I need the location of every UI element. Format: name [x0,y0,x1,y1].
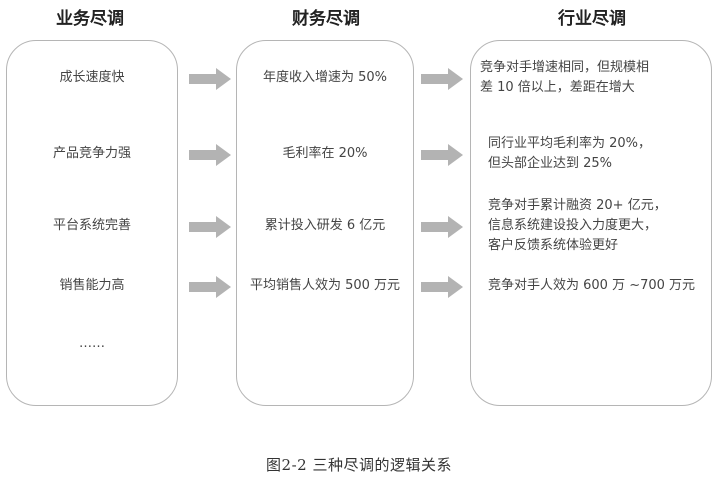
right-arrow-icon [421,68,463,90]
right-arrow-icon [189,144,231,166]
column-title-financial: 财务尽调 [292,9,360,29]
financial-item: 平均销售人效为 500 万元 [249,278,401,293]
business-item: 销售能力高 [59,278,125,293]
financial-item: 累计投入研发 6 亿元 [264,218,386,233]
right-arrow-icon [189,68,231,90]
panel-business [6,40,178,406]
industry-item: 竞争对手累计融资 20+ 亿元， 信息系统建设投入力度更大， 客户反馈系统体验更… [488,198,667,253]
business-item-ellipsis: …… [79,336,105,351]
column-title-industry: 行业尽调 [558,9,626,29]
column-title-business: 业务尽调 [56,9,124,29]
industry-item: 同行业平均毛利率为 20%， 但头部企业达到 25% [488,136,652,171]
industry-item: 竞争对手增速相同，但规模相 差 10 倍以上，差距在增大 [480,60,650,95]
right-arrow-icon [421,276,463,298]
industry-item: 竞争对手人效为 600 万 ~700 万元 [488,278,696,293]
right-arrow-icon [421,144,463,166]
business-item: 平台系统完善 [52,218,131,233]
figure-caption: 图2-2 三种尽调的逻辑关系 [266,456,452,474]
right-arrow-icon [189,216,231,238]
panel-financial [236,40,414,406]
financial-item: 毛利率在 20% [282,146,368,161]
financial-item: 年度收入增速为 50% [262,70,388,85]
right-arrow-icon [421,216,463,238]
business-item: 产品竞争力强 [52,146,131,161]
right-arrow-icon [189,276,231,298]
business-item: 成长速度快 [59,70,125,85]
panel-industry [470,40,712,406]
